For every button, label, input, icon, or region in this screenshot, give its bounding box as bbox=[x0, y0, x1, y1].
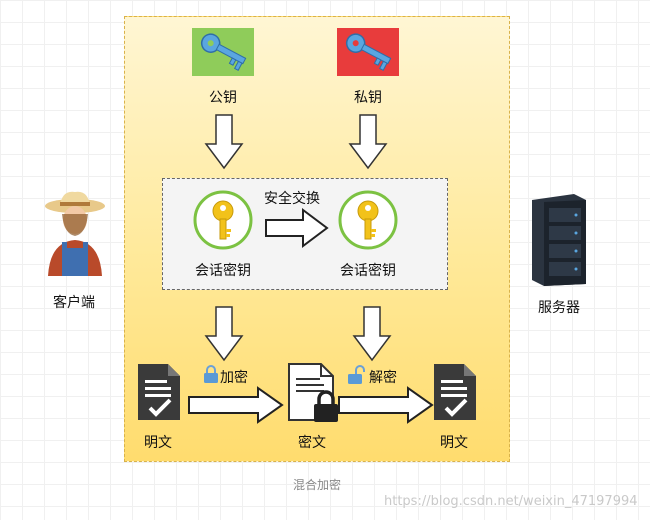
ciphertext-label: 密文 bbox=[298, 435, 326, 451]
private-key-label: 私钥 bbox=[354, 90, 382, 106]
right-arrow-icon bbox=[188, 386, 284, 424]
plaintext-left-label: 明文 bbox=[144, 435, 172, 451]
farmer-icon bbox=[42, 190, 108, 278]
gold-key-icon bbox=[192, 189, 254, 251]
exchange-label: 安全交换 bbox=[264, 191, 320, 207]
padlock-icon bbox=[203, 364, 219, 384]
public-key-icon bbox=[192, 28, 254, 76]
client-label: 客户端 bbox=[53, 295, 95, 311]
gold-key-icon bbox=[337, 189, 399, 251]
session-key-right-label: 会话密钥 bbox=[340, 263, 396, 279]
down-arrow-icon bbox=[348, 114, 388, 170]
unlocked-padlock-icon bbox=[346, 364, 368, 386]
zone-title: 混合加密 bbox=[292, 478, 341, 492]
down-arrow-icon bbox=[204, 306, 244, 362]
lock-icon bbox=[312, 390, 340, 424]
right-arrow-icon bbox=[338, 386, 434, 424]
session-key-left-label: 会话密钥 bbox=[195, 263, 251, 279]
right-arrow-icon bbox=[265, 208, 329, 248]
server-icon bbox=[528, 192, 590, 288]
document-icon bbox=[432, 362, 478, 422]
plaintext-right-label: 明文 bbox=[440, 435, 468, 451]
down-arrow-icon bbox=[352, 306, 392, 362]
encrypt-label: 加密 bbox=[220, 370, 248, 386]
server-label: 服务器 bbox=[538, 300, 580, 316]
watermark: https://blog.csdn.net/weixin_47197994 bbox=[384, 494, 638, 509]
decrypt-label: 解密 bbox=[369, 370, 397, 386]
document-icon bbox=[136, 362, 182, 422]
public-key-label: 公钥 bbox=[209, 90, 237, 106]
private-key-icon bbox=[337, 28, 399, 76]
down-arrow-icon bbox=[204, 114, 244, 170]
